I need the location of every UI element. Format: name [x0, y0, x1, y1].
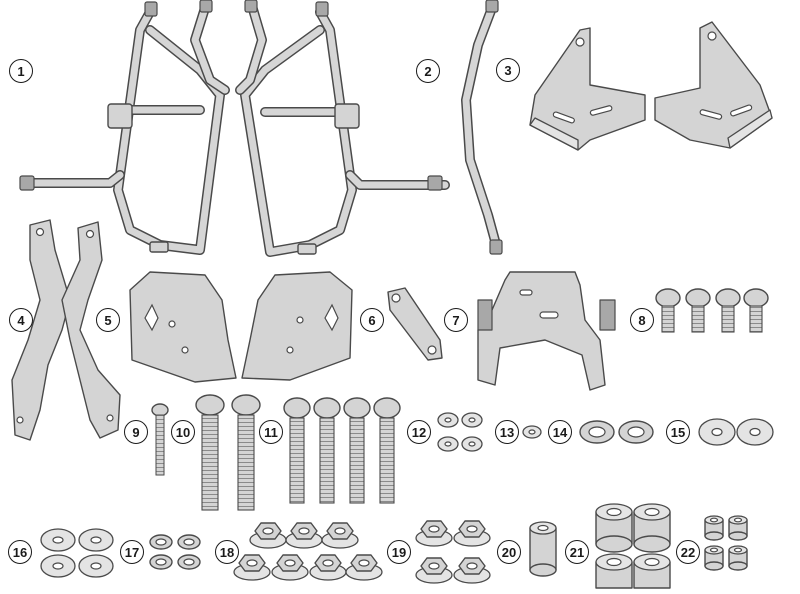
part-10-long-bolts	[195, 394, 261, 511]
part-label-3: 3	[496, 58, 520, 82]
part-label-20: 20	[497, 540, 521, 564]
part-label-8: 8	[630, 308, 654, 332]
part-label-18: 18	[215, 540, 239, 564]
part-label-17: 17	[120, 540, 144, 564]
part-9-thin-bolt	[151, 403, 169, 476]
part-8-short-bolts	[655, 288, 769, 333]
part-label-1: 1	[9, 59, 33, 83]
part-label-14: 14	[548, 420, 572, 444]
part-label-22: 22	[676, 540, 700, 564]
angle-plate-right	[654, 21, 773, 149]
frame-right	[235, 0, 450, 257]
part-21-large-spacers	[595, 503, 671, 589]
part-22-small-spacers	[704, 515, 748, 571]
part-4-struts	[11, 219, 121, 441]
part-label-4: 4	[9, 308, 33, 332]
part-20-spacer	[529, 521, 557, 577]
angle-plate-left	[529, 27, 646, 151]
frame-left	[19, 0, 230, 255]
part-label-16: 16	[8, 540, 32, 564]
part-19-flange-nuts	[415, 520, 491, 584]
part-15-large-washers	[698, 418, 774, 446]
part-3-angle-plates	[529, 21, 773, 151]
part-label-10: 10	[171, 420, 195, 444]
part-2-rod	[461, 0, 503, 255]
part-13-tiny-washer	[522, 425, 542, 439]
part-label-5: 5	[96, 308, 120, 332]
part-5-side-plates	[129, 271, 353, 383]
part-11-long-bolts	[283, 397, 401, 504]
part-label-15: 15	[666, 420, 690, 444]
part-label-9: 9	[124, 420, 148, 444]
part-label-12: 12	[407, 420, 431, 444]
part-label-13: 13	[495, 420, 519, 444]
part-7-center-bracket	[477, 271, 616, 391]
part-18-flange-nuts	[233, 522, 383, 581]
part-label-11: 11	[259, 420, 283, 444]
part-label-21: 21	[565, 540, 589, 564]
part-12-washers	[437, 412, 483, 452]
part-label-6: 6	[360, 308, 384, 332]
part-6-link	[387, 287, 443, 361]
part-1-frames	[19, 0, 450, 257]
part-17-spring-washers	[149, 534, 201, 570]
part-label-19: 19	[387, 540, 411, 564]
part-14-spring-washers	[579, 420, 654, 444]
part-16-washers	[40, 528, 114, 578]
part-label-2: 2	[416, 59, 440, 83]
part-label-7: 7	[444, 308, 468, 332]
